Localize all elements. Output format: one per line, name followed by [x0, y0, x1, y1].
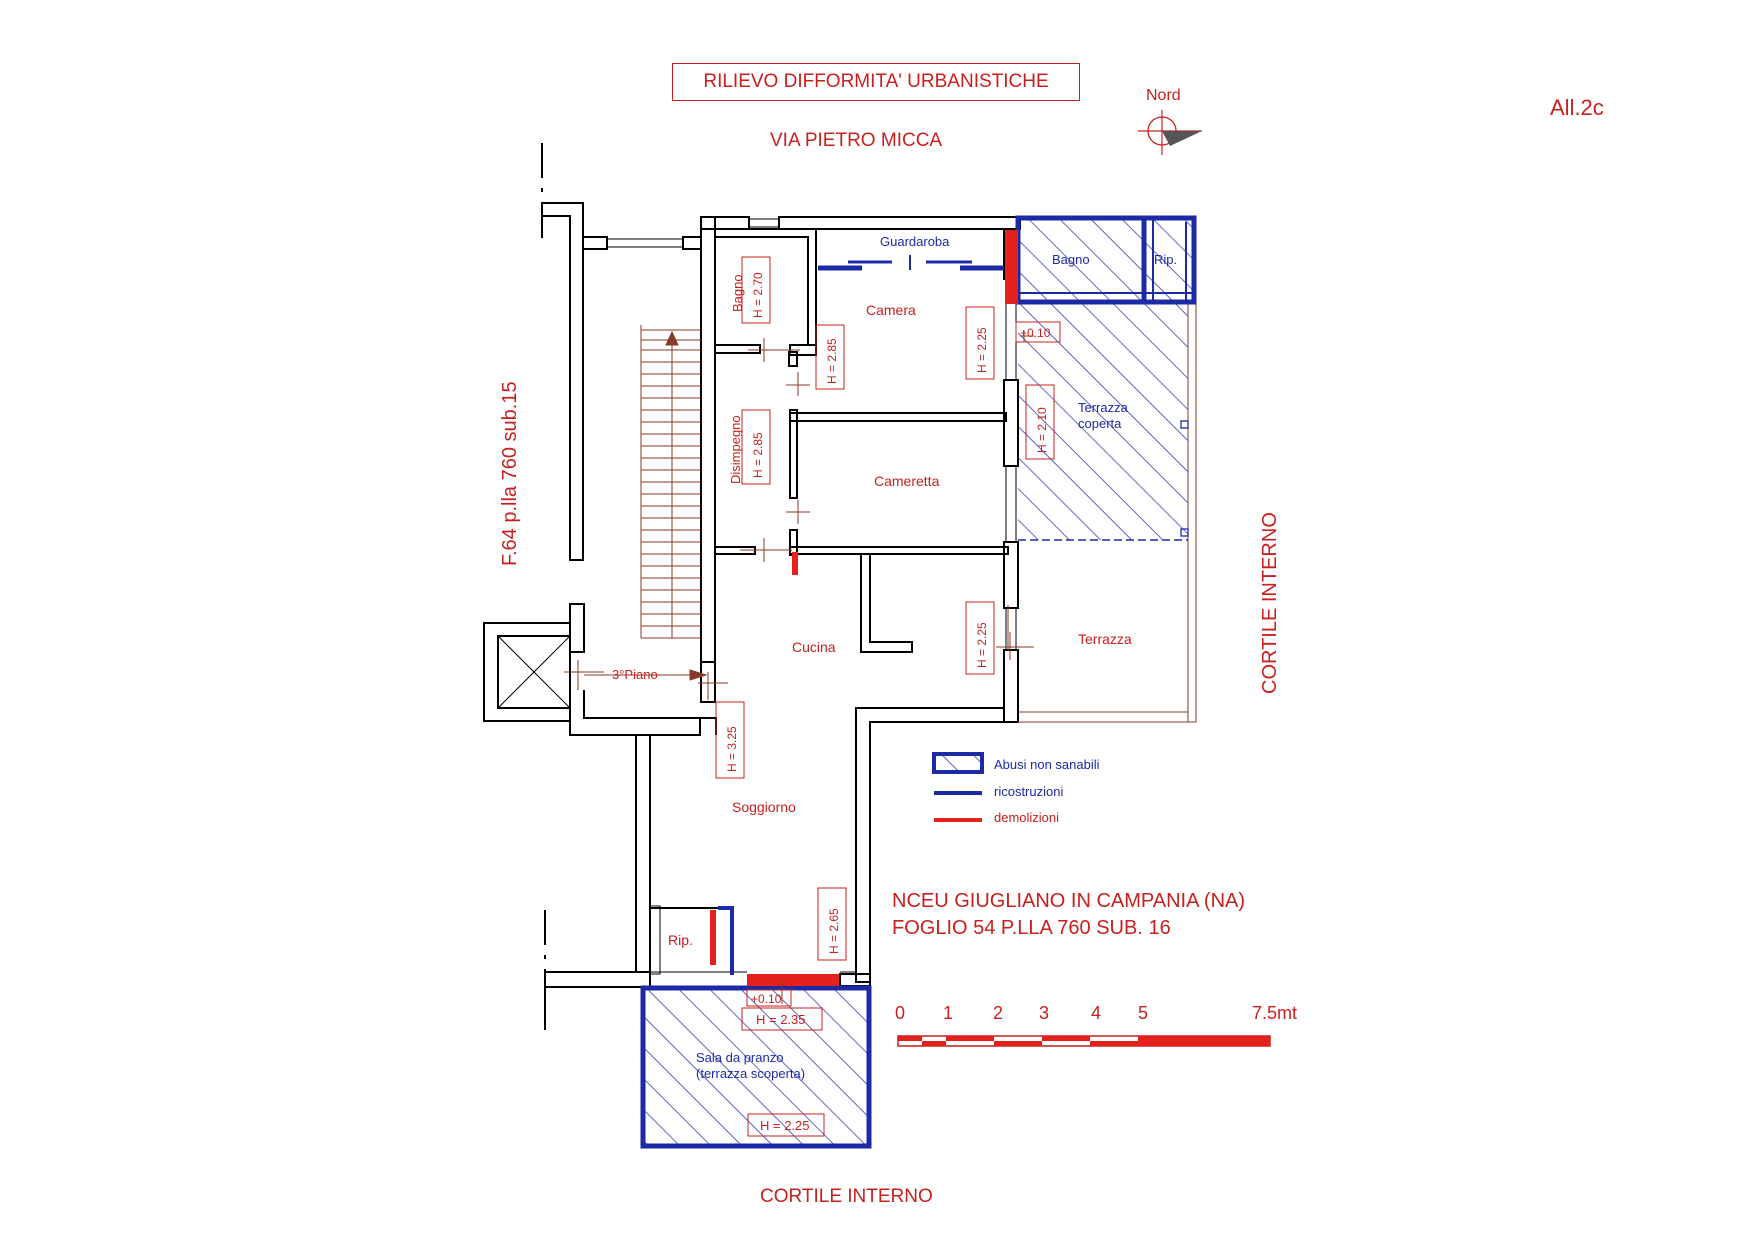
title-box: RILIEVO DIFFORMITA' URBANISTICHE	[672, 63, 1080, 101]
room-label-guardaroba: Guardaroba	[880, 234, 950, 249]
room-label-bagno-left: Bagno	[730, 274, 745, 312]
room-label-camera: Camera	[866, 302, 916, 318]
scale-tick-75: 7.5mt	[1252, 1003, 1297, 1023]
legend-swatch-abusi	[932, 752, 984, 774]
north-label: Nord	[1146, 87, 1181, 104]
legend-label-demolizioni: demolizioni	[994, 810, 1059, 825]
room-label-bagno-top: Bagno	[1052, 252, 1090, 267]
room-label-terrazza-coperta-1: Terrazza	[1078, 400, 1129, 415]
height-sala-top: H = 2.35	[756, 1012, 806, 1027]
height-sala-bottom: H = 2.25	[760, 1118, 810, 1133]
scale-tick-2: 2	[993, 1003, 1003, 1023]
legend: Abusi non sanabili ricostruzioni demoliz…	[932, 752, 1100, 825]
side-label-right: CORTILE INTERNO	[1259, 512, 1281, 694]
side-label-bottom: CORTILE INTERNO	[760, 1186, 933, 1207]
staircase	[584, 325, 708, 681]
section-marks	[564, 330, 1034, 1004]
height-disimpegno: H = 2.85	[751, 432, 765, 478]
room-label-sala-2: (terrazza scoperta)	[696, 1066, 805, 1081]
height-level-top: +0.10	[1020, 326, 1051, 340]
scale-tick-1: 1	[943, 1003, 953, 1023]
scale-tick-0: 0	[895, 1003, 905, 1023]
room-label-disimpegno: Disimpegno	[728, 415, 743, 484]
scale-bar: 0 1 2 3 4 5 7.5mt	[895, 1003, 1297, 1047]
room-label-rip-bottom: Rip.	[668, 932, 693, 948]
height-cucina: H = 2.25	[975, 622, 989, 668]
room-label-terrazza-coperta-2: coperta	[1078, 416, 1122, 431]
room-label-rip-top: Rip.	[1154, 252, 1177, 267]
height-terrazza-coperta: H = 2.10	[1035, 407, 1049, 453]
abuse-areas	[643, 218, 1194, 1146]
room-label-cucina: Cucina	[792, 639, 836, 655]
cadastre-line-1: NCEU GIUGLIANO IN CAMPANIA (NA)	[892, 890, 1245, 912]
scale-tick-3: 3	[1039, 1003, 1049, 1023]
height-camera-right: H = 2.25	[975, 327, 989, 373]
abuse-outlines	[640, 215, 1197, 1149]
cadastre-line-2: FOGLIO 54 P.LLA 760 SUB. 16	[892, 917, 1171, 939]
walls	[483, 202, 1197, 988]
page-title: RILIEVO DIFFORMITA' URBANISTICHE	[703, 71, 1049, 92]
legend-label-abusi: Abusi non sanabili	[994, 757, 1100, 772]
room-label-cameretta: Cameretta	[874, 473, 940, 489]
room-label-piano: 3°Piano	[612, 667, 658, 682]
height-label-boxes	[715, 256, 1061, 1137]
height-entrance: H = 2.65	[827, 908, 841, 954]
north-arrow-icon	[1138, 110, 1202, 155]
demolitions	[710, 230, 1018, 986]
room-label-terrazza: Terrazza	[1078, 631, 1132, 647]
side-label-left: F.64 p.lla 760 sub.15	[499, 381, 521, 566]
attachment-label: All.2c	[1550, 95, 1604, 120]
scale-tick-4: 4	[1091, 1003, 1101, 1023]
height-level-bottom: +0.10	[751, 992, 782, 1006]
room-label-sala-1: Sala da pranzo	[696, 1050, 783, 1065]
scale-tick-5: 5	[1138, 1003, 1148, 1023]
height-bagno: H = 2.70	[751, 272, 765, 318]
legend-label-ricostruzioni: ricostruzioni	[994, 784, 1063, 799]
height-camera-left: H = 2.85	[825, 338, 839, 384]
room-label-soggiorno: Soggiorno	[732, 799, 796, 815]
street-label: VIA PIETRO MICCA	[770, 130, 943, 151]
boundary-line	[541, 143, 546, 1030]
height-soggiorno: H = 3.25	[725, 726, 739, 772]
